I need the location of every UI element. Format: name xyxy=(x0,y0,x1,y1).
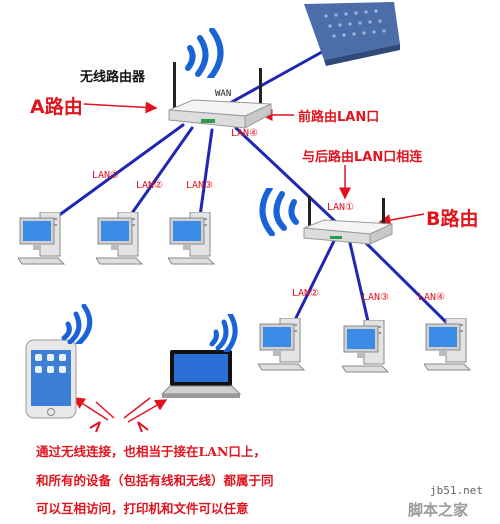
cable-b-lan2 xyxy=(288,239,336,332)
modem-icon xyxy=(304,2,400,66)
laptop-icon xyxy=(160,350,242,398)
desktop-pc-icon xyxy=(18,212,66,265)
router-b-lan3-label: LAN③ xyxy=(362,292,390,303)
desktop-pc-icon xyxy=(424,318,472,371)
router-b-lan1-label: LAN① xyxy=(327,202,355,213)
cable-b-lan3 xyxy=(348,241,372,332)
watermark-brand: 脚本之家 xyxy=(408,501,469,519)
cable-a-lan2 xyxy=(128,126,194,218)
note-line-1: 通过无线连接，也相当于接在LAN口上， xyxy=(36,444,266,459)
connect-back-label: 与后路由LAN口相连 xyxy=(302,150,423,165)
cable-b-lan4 xyxy=(362,239,454,330)
desktop-pc-icon xyxy=(258,318,306,371)
router-a-lan1-label: LAN① xyxy=(92,170,120,181)
router-a-lan4-label: LAN④ xyxy=(231,128,259,139)
desktop-pc-icon xyxy=(168,212,216,265)
smartphone-icon xyxy=(25,339,77,419)
front-lan-label: 前路由LAN口 xyxy=(298,110,380,125)
watermark-site: jb51.net xyxy=(430,484,483,497)
router-name-label: 无线路由器 xyxy=(80,70,146,85)
router-a-lan2-label: LAN② xyxy=(136,180,164,191)
router-a-lan3-label: LAN③ xyxy=(186,180,214,191)
wifi-signal-icon xyxy=(209,314,238,352)
desktop-pc-icon xyxy=(342,320,390,373)
router-b-lan4-label: LAN④ xyxy=(418,292,446,303)
wifi-signal-icon xyxy=(61,304,93,344)
cable-a-lan1 xyxy=(56,123,185,218)
arrow-wireless-phone xyxy=(74,398,115,421)
cable-a-lan4-to-b xyxy=(234,126,340,226)
router-b-lan2-label: LAN② xyxy=(292,288,320,299)
router-icon xyxy=(303,196,393,245)
arrow-router-b xyxy=(378,213,425,227)
cable-a-lan3 xyxy=(198,128,214,218)
arrow-router-a xyxy=(83,101,158,114)
router-b-label: B路由 xyxy=(426,208,479,230)
router-a-label: A路由 xyxy=(30,96,83,118)
desktop-pc-icon xyxy=(96,212,144,265)
note-line-2: 和所有的设备（包括有线和无线）都属于同 xyxy=(36,473,274,488)
wan-port-label: WAN xyxy=(215,89,232,99)
wifi-signal-icon xyxy=(259,188,299,236)
arrow-wireless-laptop xyxy=(123,398,166,423)
cable-wan xyxy=(210,40,342,115)
wifi-signal-icon xyxy=(185,28,224,78)
router-icon xyxy=(168,62,272,129)
note-line-3: 可以互相访问，打印机和文件可以任意 xyxy=(36,501,249,516)
